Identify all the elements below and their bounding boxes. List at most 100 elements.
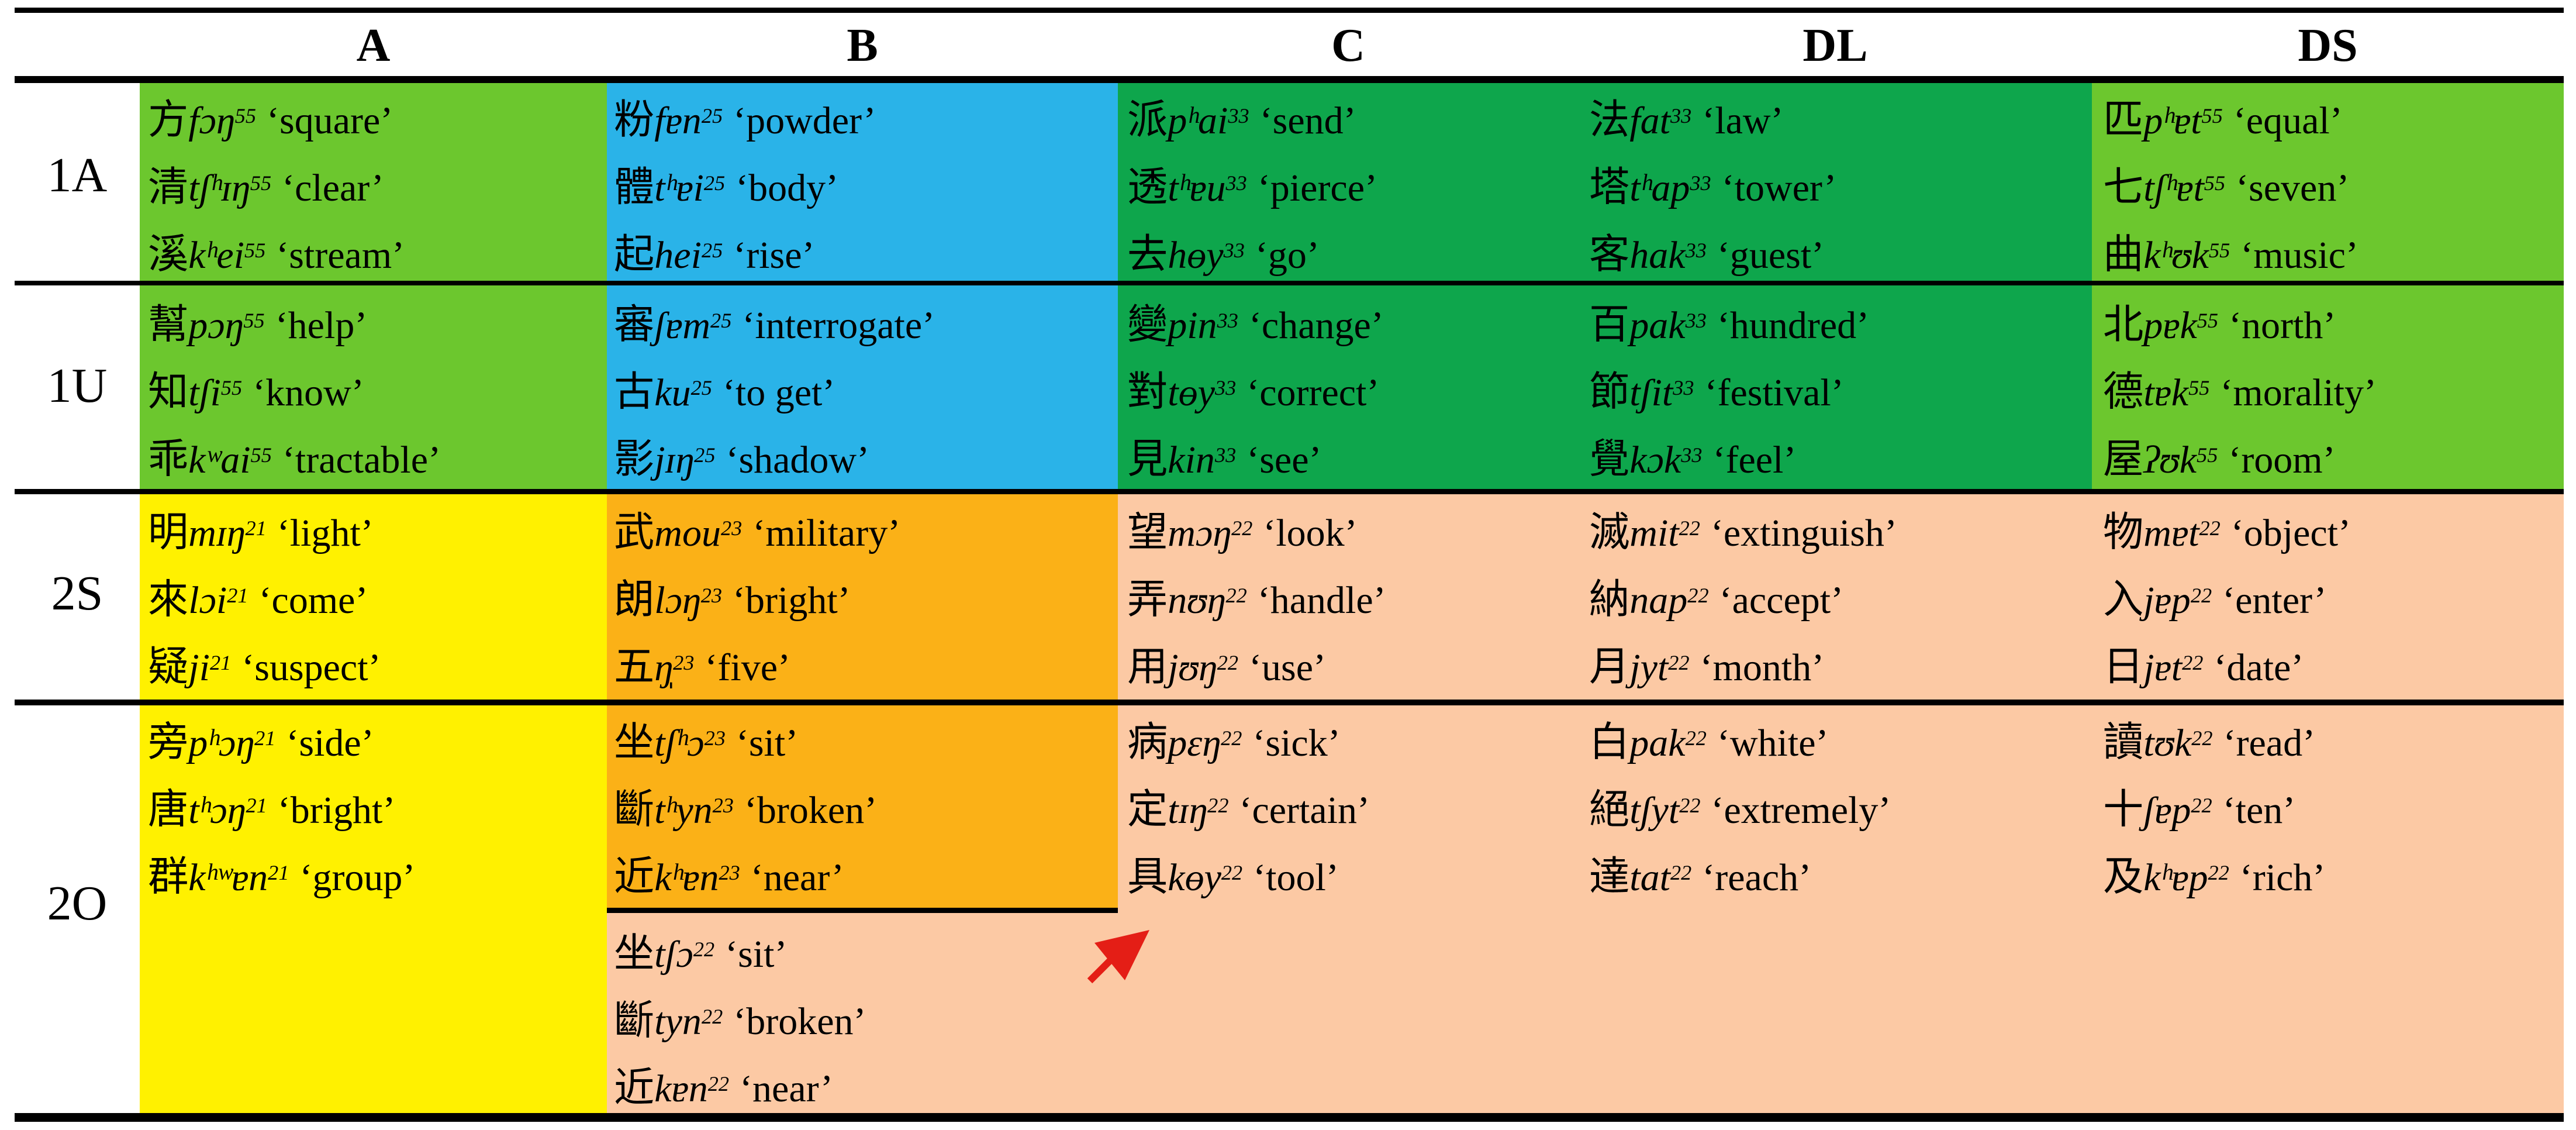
ipa-transcription: pak33: [1629, 304, 1707, 347]
entry-line: 入jɐp22‘enter’: [2103, 566, 2564, 633]
tone-superscript: 22: [701, 1004, 723, 1028]
row-label-1u: 1U: [47, 359, 108, 413]
hanzi: 溪: [148, 232, 189, 277]
hanzi: 派: [1127, 97, 1168, 142]
red-arrow-icon: [1087, 930, 1149, 984]
entry-line: 塔tʰap33‘tower’: [1589, 154, 2092, 221]
hanzi: 近: [614, 1065, 655, 1110]
cell-1u-c: 變pin33‘change’對tɵy33‘correct’見kin33‘see’: [1118, 285, 1579, 489]
hanzi: 變: [1127, 302, 1168, 347]
ipa-transcription: ʃɐp22: [2143, 789, 2212, 832]
hanzi: 影: [614, 436, 655, 481]
ipa-transcription: kɐn22: [654, 1067, 730, 1110]
ipa-transcription: tʃʰɔ23: [654, 722, 726, 764]
hanzi: 旁: [148, 719, 189, 764]
tone-superscript: 25: [694, 443, 716, 467]
gloss: ‘powder’: [733, 99, 876, 142]
tone-superscript: 22: [1231, 516, 1253, 540]
cell-1a-a: 方fɔŋ55‘square’清tʃʰɪŋ55‘clear’溪kʰei55‘str…: [140, 83, 607, 281]
gloss: ‘extinguish’: [1710, 512, 1897, 554]
hanzi: 滅: [1589, 509, 1630, 554]
hanzi: 五: [614, 644, 655, 689]
tone-superscript: 33: [1685, 238, 1707, 262]
row-divider-2s-2o: [15, 700, 2564, 705]
ipa-transcription: pɛŋ22: [1168, 722, 1242, 764]
tone-superscript: 22: [2190, 583, 2212, 607]
tone-superscript: 25: [701, 238, 723, 262]
gloss: ‘sit’: [725, 933, 788, 976]
tone-superscript: 22: [1207, 793, 1229, 817]
gloss: ‘light’: [277, 512, 374, 554]
hanzi: 武: [614, 509, 655, 554]
ipa-transcription: lɔi21: [188, 579, 248, 622]
entry-line: 客hak33‘guest’: [1589, 221, 2092, 288]
tone-superscript: 21: [246, 793, 267, 817]
hanzi: 近: [614, 854, 655, 899]
tone-superscript: 55: [243, 308, 265, 332]
gloss: ‘shadow’: [726, 439, 870, 481]
entry-line: 弄nʊŋ22‘handle’: [1127, 566, 1579, 633]
entry-line: 體tʰɐi25‘body’: [614, 154, 1118, 221]
cell-2o-a: 旁pʰɔŋ21‘side’唐tʰɔŋ21‘bright’群kʰʷɐn21‘gro…: [140, 705, 607, 1113]
hanzi: 見: [1127, 436, 1168, 481]
gloss: ‘correct’: [1246, 371, 1380, 414]
cell-2s-b: 武mou23‘military’朗lɔŋ23‘bright’五ŋ̩23‘five…: [607, 494, 1118, 700]
tone-superscript: 22: [2182, 650, 2204, 674]
ipa-transcription: tʃit33: [1629, 371, 1694, 414]
tone-superscript: 55: [2197, 308, 2219, 332]
hanzi: 入: [2103, 577, 2144, 622]
tone-superscript: 22: [1217, 650, 1239, 674]
ipa-transcription: ʔʊk55: [2143, 439, 2218, 481]
hanzi: 群: [148, 854, 189, 899]
ipa-transcription: tʃi55: [188, 371, 243, 414]
ipa-transcription: kʰɐn23: [654, 856, 740, 899]
ipa-transcription: ku25: [654, 371, 712, 414]
tone-superscript: 55: [250, 171, 272, 195]
gloss: ‘rise’: [733, 234, 815, 277]
gloss: ‘help’: [275, 304, 368, 347]
entry-line: 影jɪŋ25‘shadow’: [614, 426, 1118, 493]
tone-superscript: 55: [2208, 238, 2230, 262]
hanzi: 物: [2103, 509, 2144, 554]
cell-2o-dl: 白pak22‘white’絕tʃyt22‘extremely’達tat22‘re…: [1579, 705, 2092, 1113]
gloss: ‘sick’: [1252, 722, 1341, 764]
tone-superscript: 33: [1670, 104, 1692, 128]
cell-2o-c: 病pɛŋ22‘sick’定tɪŋ22‘certain’具kɵy22‘tool’: [1118, 705, 1579, 1113]
gloss: ‘stream’: [276, 234, 405, 277]
hanzi: 屋: [2103, 436, 2144, 481]
gloss: ‘object’: [2230, 512, 2351, 554]
gloss: ‘interrogate’: [742, 304, 935, 347]
entry-line: 用jʊŋ22‘use’: [1127, 633, 1579, 701]
hanzi: 疑: [148, 644, 189, 689]
ipa-transcription: fɐn25: [654, 99, 723, 142]
entry-line: 曲kʰʊk55‘music’: [2103, 221, 2564, 288]
gloss: ‘law’: [1702, 99, 1784, 142]
gloss: ‘suspect’: [241, 646, 381, 689]
hanzi: 知: [148, 369, 189, 414]
hanzi: 古: [614, 369, 655, 414]
entry-line: 日jɐt22‘date’: [2103, 633, 2564, 701]
entry-line: 變pin33‘change’: [1127, 291, 1579, 359]
tone-superscript: 23: [700, 583, 723, 607]
hanzi: 清: [148, 164, 189, 209]
cell-1u-a: 幫pɔŋ55‘help’知tʃi55‘know’乖kʷai55‘tractabl…: [140, 285, 607, 489]
gloss: ‘music’: [2240, 234, 2359, 277]
column-b-internal-divider: [607, 908, 1118, 913]
entry-line: 節tʃit33‘festival’: [1589, 359, 2092, 426]
tone-superscript: 55: [220, 375, 243, 399]
gloss: ‘seven’: [2236, 167, 2350, 209]
entry-line: 見kin33‘see’: [1127, 426, 1579, 493]
entry-line: 具kɵy22‘tool’: [1127, 843, 1579, 911]
hanzi: 審: [614, 302, 655, 347]
entry-line: 定tɪŋ22‘certain’: [1127, 776, 1579, 843]
cell-2o-b-upper: 坐tʃʰɔ23‘sit’斷tʰyn23‘broken’近kʰɐn23‘near’: [607, 705, 1118, 908]
hanzi: 北: [2103, 302, 2144, 347]
ipa-transcription: hak33: [1629, 234, 1707, 277]
ipa-transcription: mit22: [1629, 512, 1700, 554]
entry-line: 北pɐk55‘north’: [2103, 291, 2564, 359]
ipa-transcription: fɔŋ55: [188, 99, 257, 142]
gloss: ‘tower’: [1721, 167, 1837, 209]
gloss: ‘clear’: [282, 167, 384, 209]
hanzi: 絕: [1589, 787, 1630, 832]
entry-line: 群kʰʷɐn21‘group’: [148, 843, 607, 911]
